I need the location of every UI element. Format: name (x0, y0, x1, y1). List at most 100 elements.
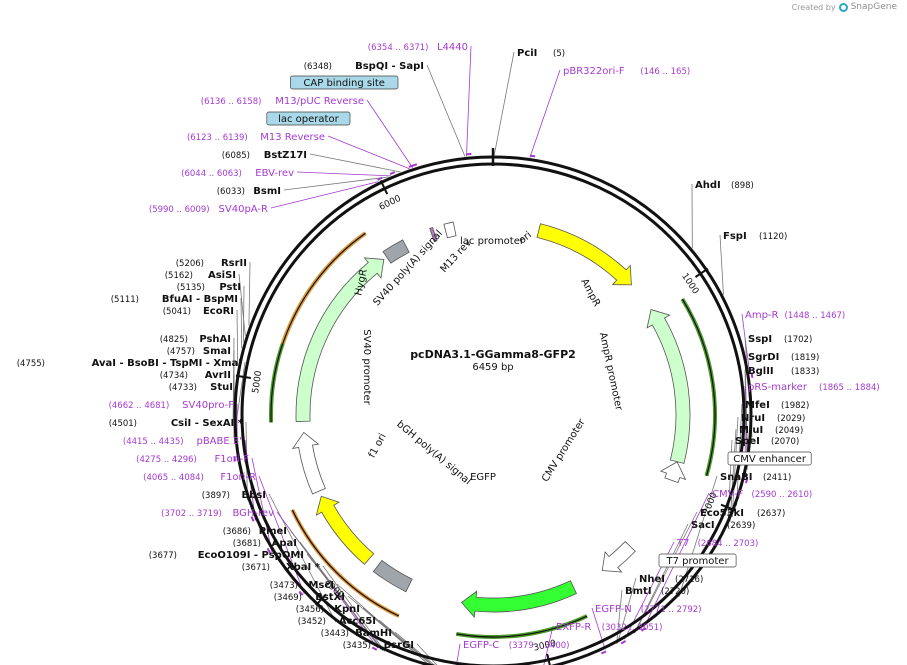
label-bmti[interactable]: BmtI(2720) (625, 586, 689, 597)
label-mlui[interactable]: MluI(2049) (739, 425, 803, 436)
feature-ori[interactable] (536, 223, 632, 286)
label-sv40pro-f[interactable]: SV40pro-F(4662 .. 4681) (109, 400, 235, 411)
label-name: FspI (723, 231, 747, 242)
label-csii-sexai[interactable]: CsiI - SexAI *(4501) (109, 418, 244, 429)
label-bstz17i[interactable]: BstZ17I(6085) (222, 150, 307, 161)
label-acc65i[interactable]: Acc65I(3452) (298, 616, 376, 627)
leader-line (270, 181, 379, 209)
label-egfp-c[interactable]: EGFP-C(3379 .. 3400) (463, 640, 570, 651)
feature-sv40-poly-a-signal[interactable] (382, 239, 410, 264)
label-position: (4825) (160, 335, 188, 345)
label-msci[interactable]: MscI(3473) (270, 580, 334, 591)
label-position: (3456) (296, 605, 324, 615)
label-bamhi[interactable]: BamHI(3443) (321, 628, 392, 639)
feature-f1-ori[interactable] (315, 495, 375, 565)
label-bgh-rev[interactable]: BGH-rev(3702 .. 3719) (161, 508, 274, 519)
feature-cmv-promoter[interactable] (601, 541, 636, 573)
label-name: AvrII (205, 370, 231, 381)
plasmid-name: pcDNA3.1-GGamma8-GFP2 (410, 348, 576, 361)
label-xbai[interactable]: XbaI *(3671) (242, 562, 321, 573)
feature-ampr-promoter[interactable] (659, 461, 687, 484)
feature-hygr[interactable] (295, 257, 385, 422)
label-ecori[interactable]: EcoRI(5041) (163, 306, 234, 317)
label-mfei[interactable]: MfeI(1982) (745, 400, 809, 411)
label-bspqi-sapi[interactable]: BspQI - SapI(6348) (304, 61, 424, 72)
label-sgrdi[interactable]: SgrDI(1819) (748, 352, 819, 363)
label-cmv-enhancer[interactable]: CMV enhancer (727, 451, 812, 466)
label-ahdi[interactable]: AhdI(898) (695, 180, 754, 191)
label-f1ori-r[interactable]: F1ori-R(4065 .. 4084) (143, 472, 256, 483)
label-name: RsrII (221, 258, 247, 269)
label-cap-binding-site[interactable]: CAP binding site (290, 75, 399, 90)
feature-egfp[interactable] (461, 580, 577, 619)
label-name: PmeI (259, 526, 287, 537)
label-nrui[interactable]: NruI(2029) (741, 413, 805, 424)
label-psti[interactable]: PstI(5135) (177, 282, 241, 293)
label-name: L4440 (437, 42, 468, 53)
label-position: (3677) (149, 551, 177, 561)
label-l4440[interactable]: L4440(6354 .. 6371) (368, 42, 468, 53)
label-nhei[interactable]: NheI(2716) (639, 574, 703, 585)
label-position: (6136 .. 6158) (201, 97, 262, 107)
label-pshai[interactable]: PshAI(4825) (160, 334, 231, 345)
label-bsmi[interactable]: BsmI(6033) (217, 186, 281, 197)
feature-sv40-promoter[interactable] (291, 431, 326, 495)
label-apai[interactable]: ApaI(3681) (233, 538, 297, 549)
label-smai[interactable]: SmaI(4757) (167, 346, 231, 357)
tick-mark-3000 (546, 653, 551, 665)
label-position: (3379 .. 3400) (509, 641, 570, 651)
label-saci[interactable]: SacI(2639) (691, 520, 755, 531)
feature-m13-rev[interactable] (429, 226, 438, 243)
label-stui[interactable]: StuI(4733) (169, 382, 233, 393)
label-cmv-f[interactable]: CMV-F(2590 .. 2610) (712, 489, 812, 500)
label-bfuai-bspmi[interactable]: BfuAI - BspMI(5111) (111, 294, 238, 305)
label-snabi[interactable]: SnaBI(2411) (720, 472, 791, 483)
leader-line (426, 64, 466, 157)
label-pbabe-3[interactable]: pBABE 3'(4415 .. 4435) (123, 436, 242, 447)
label-fspi[interactable]: FspI(1120) (723, 231, 787, 242)
label-name: M13/pUC Reverse (275, 96, 364, 107)
label-prs-marker[interactable]: pRS-marker(1865 .. 1884) (748, 382, 880, 393)
label-kpni[interactable]: KpnI(3456) (296, 604, 360, 615)
label-amp-r[interactable]: Amp-R(1448 .. 1467) (745, 310, 845, 321)
label-eco53ki[interactable]: Eco53kI(2637) (700, 508, 785, 519)
label-spei[interactable]: SpeI(2070) (735, 436, 799, 447)
label-ecoo109i-pspomi[interactable]: EcoO109I - PspOMI(3677) (149, 550, 304, 561)
label-rsrii[interactable]: RsrII(5206) (176, 258, 247, 269)
leader-line (466, 45, 472, 157)
tick-label-5000: 5000 (251, 370, 264, 394)
label-ebv-rev[interactable]: EBV-rev(6044 .. 6063) (181, 168, 294, 179)
label-box (290, 75, 399, 90)
label-position: (2716) (675, 575, 703, 585)
feature-ampr[interactable] (646, 309, 691, 464)
label-m13-reverse[interactable]: M13 Reverse(6123 .. 6139) (187, 132, 325, 143)
feature-bgh-poly-a-signal[interactable] (372, 559, 413, 593)
label-asisi[interactable]: AsiSI(5162) (165, 270, 236, 281)
label-avrii[interactable]: AvrII(4734) (160, 370, 231, 381)
label-bglii[interactable]: BglII(1833) (748, 366, 819, 377)
label-t7-promoter[interactable]: T7 promoter (658, 553, 737, 568)
label-bbsi[interactable]: BbsI(3897) (202, 490, 266, 501)
label-pmei[interactable]: PmeI(3686) (223, 526, 287, 537)
label-sspi[interactable]: SspI(1702) (748, 334, 812, 345)
feature-label-ampr: AmpR (578, 277, 602, 309)
label-egfp-n[interactable]: EGFP-N(2771 .. 2792) (595, 604, 702, 615)
credit-brand: SnapGene (850, 2, 897, 12)
label-sv40pa-r[interactable]: SV40pA-R(5990 .. 6009) (149, 204, 268, 215)
tick-mark-6000 (379, 180, 389, 195)
leader-line (529, 69, 561, 158)
label-bstxi[interactable]: BstXI(3469) (274, 592, 345, 603)
label-avai-bsobi-tspmi-xmai[interactable]: AvaI - BsoBI - TspMI - XmaI(4755) (17, 358, 242, 369)
label-t7[interactable]: T7(2684 .. 2703) (676, 538, 758, 549)
label-lac-operator[interactable]: lac operator (266, 111, 351, 126)
label-bsrgi[interactable]: BsrGI(3435) (343, 640, 414, 651)
label-pcii[interactable]: PciI(5) (517, 48, 565, 59)
label-position: (3473) (270, 581, 298, 591)
label-f1ori-f[interactable]: F1ori-F(4275 .. 4296) (136, 454, 249, 465)
label-name: StuI (210, 382, 233, 393)
label-pbr322ori-f[interactable]: pBR322ori-F(146 .. 165) (563, 66, 690, 77)
label-exfp-r[interactable]: EXFP-R(3032 .. 3051) (556, 622, 663, 633)
feature-lac-promoter[interactable] (443, 221, 457, 239)
label-m13-puc-reverse[interactable]: M13/pUC Reverse (6136 .. 6158) (201, 96, 364, 107)
sv40-arc-core (282, 232, 366, 344)
